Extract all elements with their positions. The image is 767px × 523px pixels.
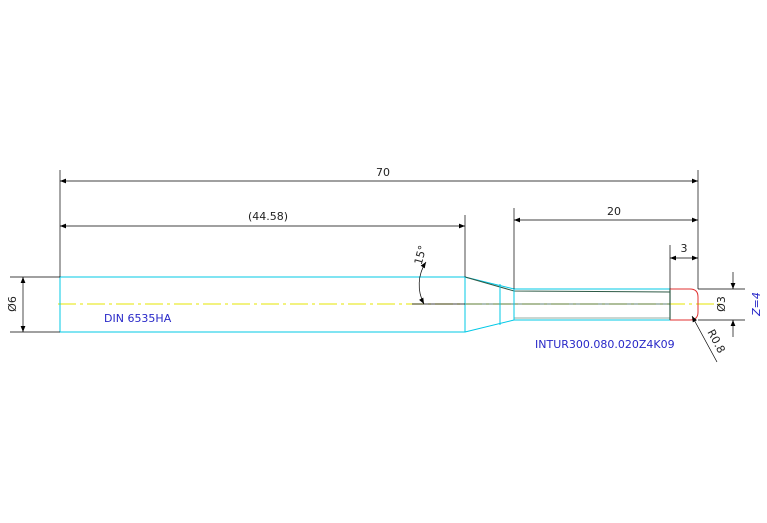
neck-outline-top (464, 276, 670, 290)
dim-taper-angle: 15° (412, 244, 430, 266)
note-flutes: Z=4 (750, 292, 763, 317)
note-shank-standard: DIN 6535HA (104, 312, 172, 325)
neck-outline-bottom (464, 319, 670, 333)
dim-corner-radius: R0.8 (704, 327, 727, 355)
radius-leader (691, 315, 718, 363)
dim-tip-diameter: Ø3 (715, 296, 728, 312)
dim-overall-length: 70 (376, 166, 390, 179)
dim-shank-length: (44.58) (248, 210, 288, 223)
dim-tip-length: 3 (681, 242, 688, 255)
dim-shank-diameter: Ø6 (6, 296, 19, 312)
note-part-number: INTUR300.080.020Z4K09 (535, 338, 675, 351)
dim-neck-length: 20 (607, 205, 621, 218)
angle-arc (418, 261, 427, 305)
